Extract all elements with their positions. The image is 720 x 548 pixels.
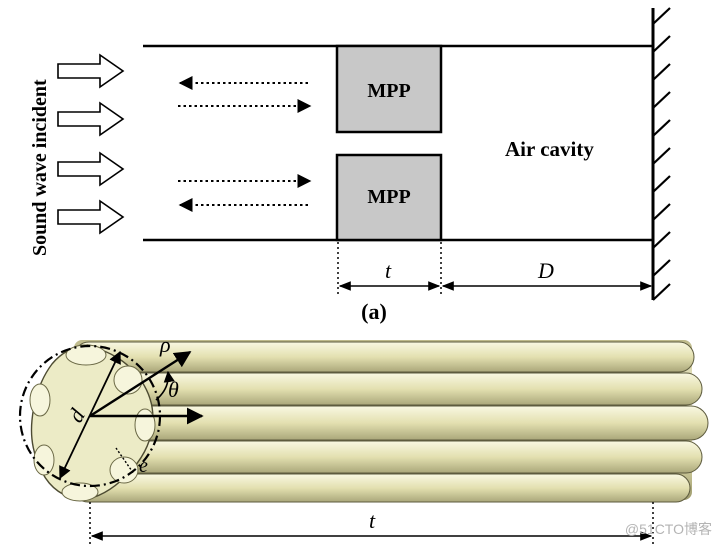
panel-a: Sound wave incident (29, 7, 671, 324)
mpp-block-top (335, 44, 443, 134)
sound-wave-incident-label: Sound wave incident (29, 79, 51, 256)
length-label: t (369, 508, 376, 533)
cross-section (18, 344, 204, 502)
corrugated-tube (73, 340, 709, 503)
dimension-lines (337, 242, 653, 294)
rho-label: ρ (159, 332, 171, 357)
incident-arrows (57, 53, 125, 235)
mpp-block-bottom (335, 153, 443, 242)
panel-b: ρ θ d e t (18, 332, 709, 544)
incident-arrow-2 (57, 101, 125, 137)
mpp-top-label: MPP (367, 80, 410, 102)
theta-label: θ (168, 377, 179, 402)
wave-arrows (178, 76, 312, 212)
e-dim-line (115, 447, 135, 475)
e-label: e (139, 455, 148, 477)
dim-t-label: t (385, 258, 392, 283)
incident-arrow-3 (57, 151, 125, 187)
rigid-back-wall (651, 7, 671, 301)
mpp-bottom-label: MPP (367, 186, 410, 208)
panel-a-caption: (a) (361, 299, 387, 324)
incident-arrow-1 (57, 53, 125, 89)
watermark: @51CTO博客 (625, 521, 712, 537)
air-cavity-label: Air cavity (505, 137, 594, 161)
dim-d-label: D (537, 258, 554, 283)
incident-arrow-4 (57, 199, 125, 235)
rho-vector (89, 350, 192, 418)
theta-arc (155, 370, 175, 401)
length-dimension (89, 502, 654, 544)
